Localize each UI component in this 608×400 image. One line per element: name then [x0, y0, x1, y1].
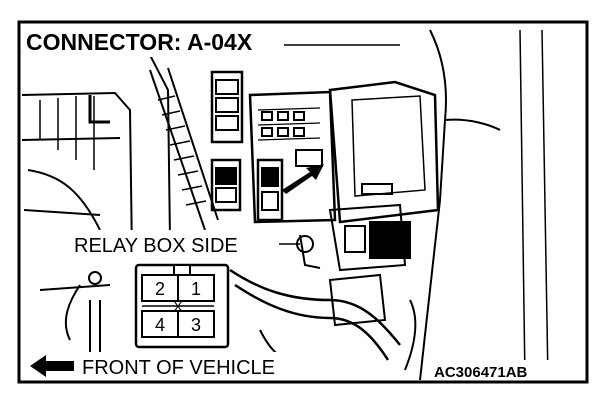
connector-face: 2 1 4 3 X — [134, 263, 230, 349]
figure-frame — [17, 20, 589, 384]
front-label-background — [26, 352, 326, 380]
pin-label-2: 2 — [155, 279, 165, 299]
code-background — [430, 360, 558, 380]
connector-latch — [173, 264, 191, 276]
connector-center-mark: X — [174, 299, 183, 314]
relay-box-label-background — [70, 230, 278, 258]
connector-title: CONNECTOR: A-04X — [26, 29, 253, 55]
relay-box-side-label: RELAY BOX SIDE — [74, 235, 238, 257]
pin-cell-2 — [141, 274, 179, 302]
title-background — [22, 25, 284, 57]
engine-bay-illustration — [21, 29, 549, 381]
pin-label-3: 3 — [191, 315, 201, 335]
pin-cell-4 — [141, 310, 179, 338]
front-of-vehicle-label: FRONT OF VEHICLE — [82, 357, 275, 379]
pin-cell-3 — [177, 310, 215, 338]
front-arrow-icon — [30, 355, 74, 377]
pin-cell-1 — [177, 274, 215, 302]
figure-code: AC306471AB — [434, 364, 528, 381]
connector-pointer-arrow — [282, 164, 324, 194]
pin-label-1: 1 — [191, 279, 201, 299]
pin-label-4: 4 — [155, 315, 165, 335]
